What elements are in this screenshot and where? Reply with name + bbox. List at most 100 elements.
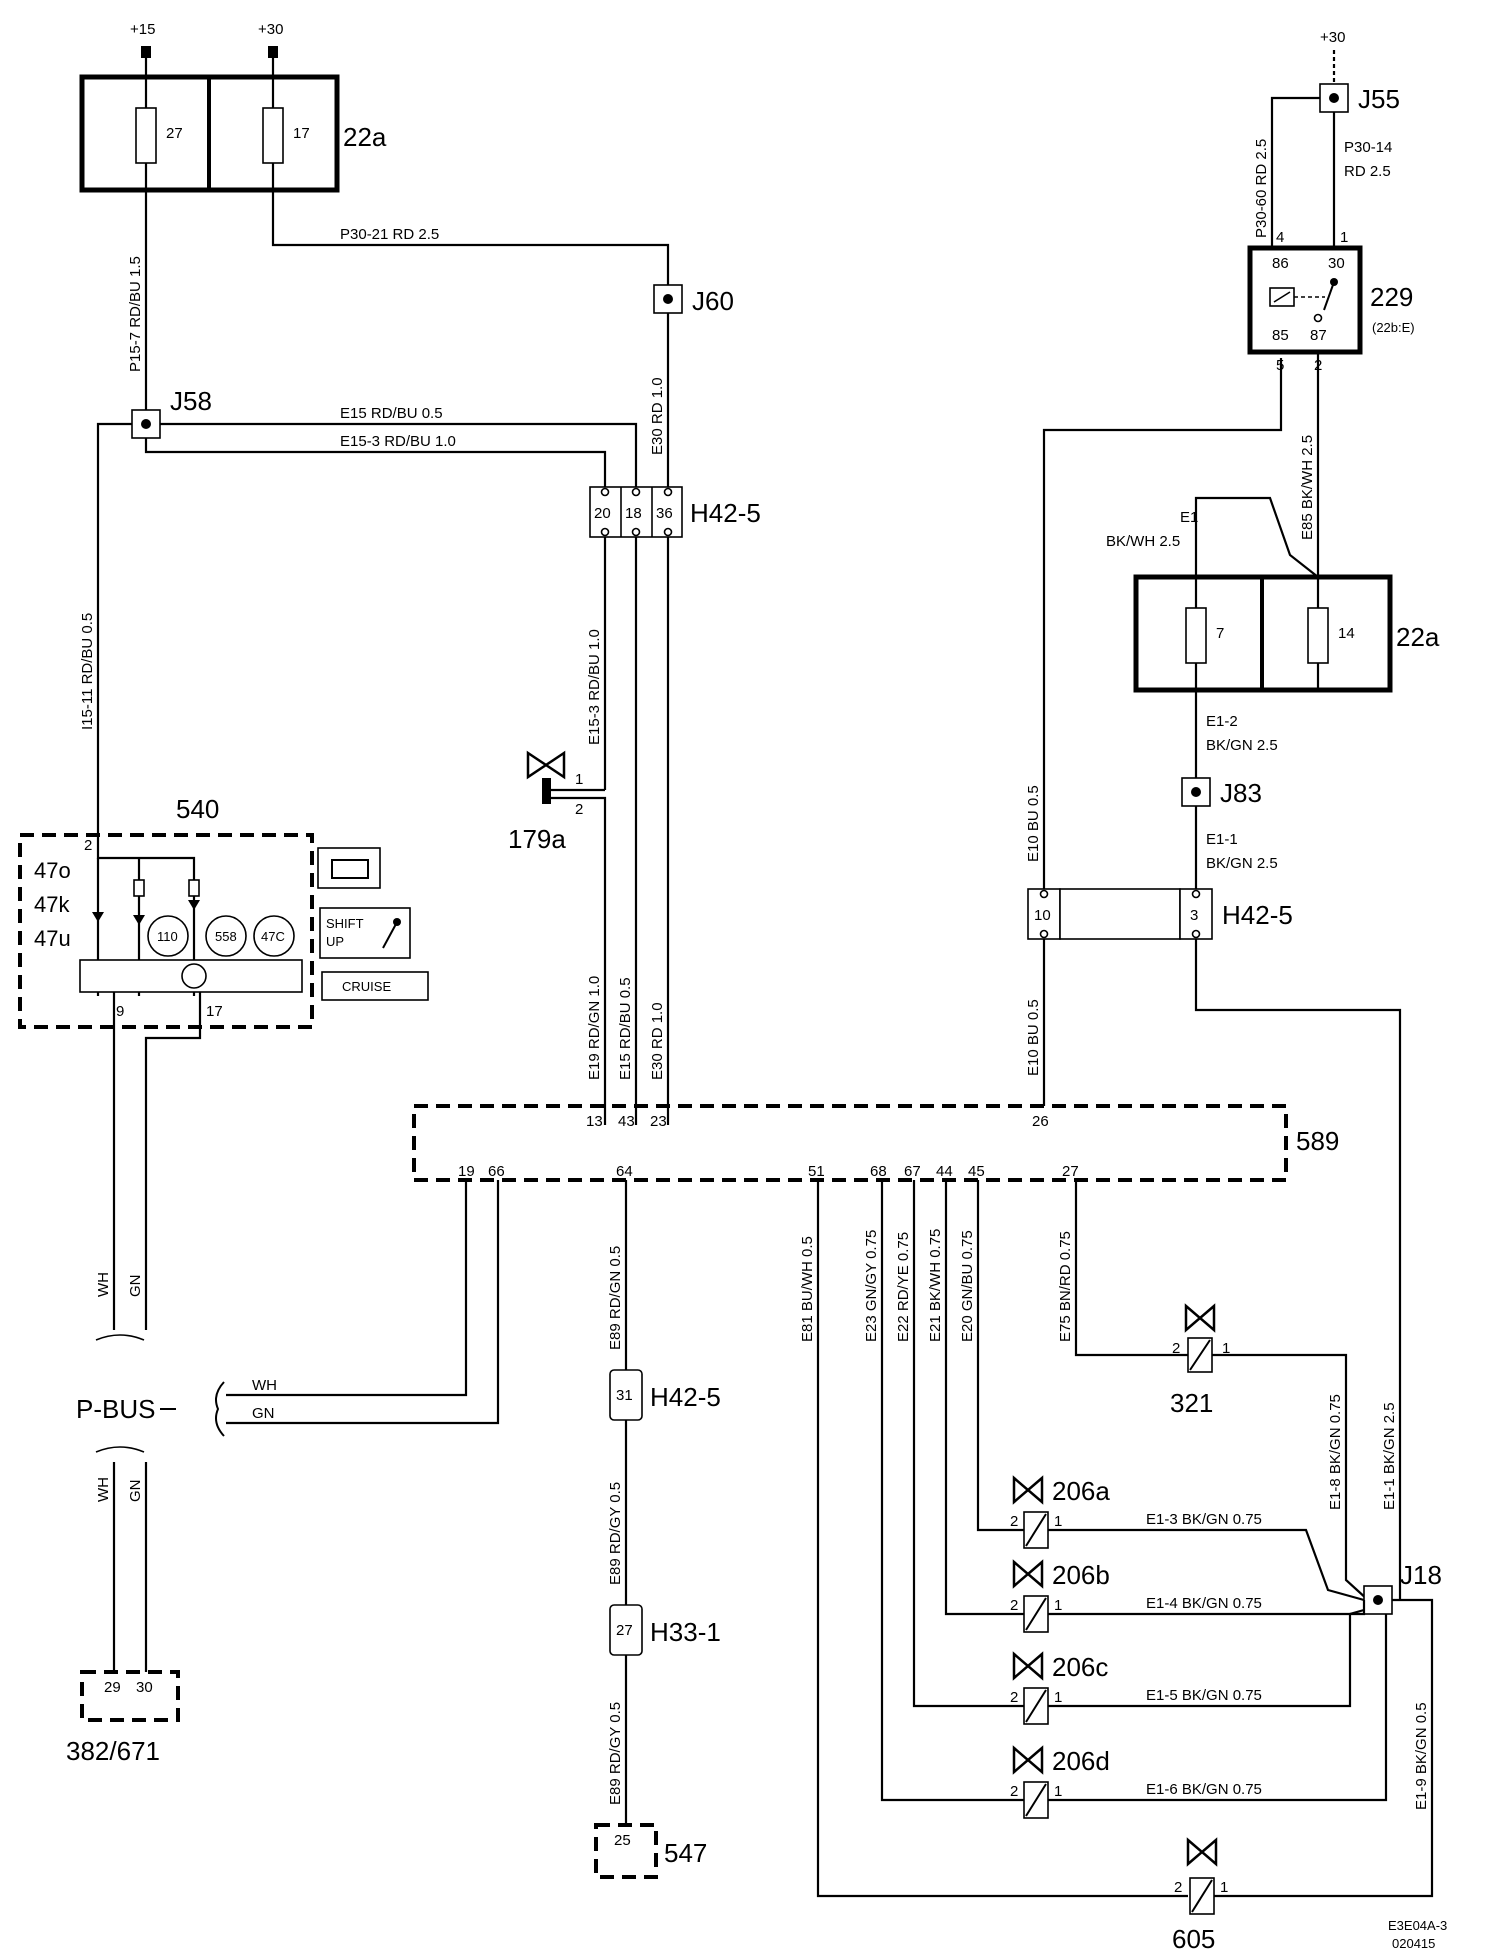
- c382-pin29: 29: [104, 1679, 121, 1696]
- wire-e15-label: E15 RD/BU 0.5: [340, 405, 443, 422]
- junction-j83: J83: [1181, 777, 1262, 808]
- wire-p30-21-label: P30-21 RD 2.5: [340, 226, 439, 243]
- wire-e1-2b-label: BK/GN 2.5: [1206, 737, 1278, 754]
- wire-gn-lower-label: GN: [127, 1480, 144, 1503]
- j58-label: J58: [170, 386, 212, 416]
- c589-pin51: 51: [808, 1163, 825, 1180]
- c589-pin26: 26: [1032, 1113, 1049, 1130]
- c589-pin44: 44: [936, 1163, 953, 1180]
- wire-e1-1b-label: BK/GN 2.5: [1206, 855, 1278, 872]
- pbus-wh-label: WH: [252, 1377, 277, 1394]
- wire-e15-3-label: E15-3 RD/BU 1.0: [340, 433, 456, 450]
- wire-i15-11-label: I15-11 RD/BU 0.5: [79, 613, 96, 730]
- h42-right-pin3: 3: [1190, 907, 1198, 924]
- wire-p15-7-label: P15-7 RD/BU 1.5: [127, 256, 144, 372]
- relay-pin4: 4: [1276, 229, 1284, 246]
- junction-j18: J18: [1363, 1560, 1442, 1615]
- connector-h42-5-right: 10 3 H42-5: [1027, 888, 1293, 940]
- wire-e22-label: E22 RD/YE 0.75: [895, 1232, 912, 1342]
- wire-e1-1-label: E1-1: [1206, 831, 1238, 848]
- component-206d: 2 1 206d: [1010, 1745, 1110, 1819]
- wire-p30-14-label: P30-14: [1344, 139, 1392, 156]
- gauge-110: 110: [157, 929, 178, 944]
- up-label: UP: [326, 934, 344, 949]
- c206c-label: 206c: [1052, 1652, 1108, 1682]
- c540-lamp-47k: 47k: [34, 892, 70, 917]
- c206d-pin1: 1: [1054, 1783, 1062, 1800]
- c589-pin45: 45: [968, 1163, 985, 1180]
- wire-e89a-label: E89 RD/GN 0.5: [607, 1246, 624, 1350]
- wire-e75-label: E75 BN/RD 0.75: [1057, 1231, 1074, 1342]
- wire-e1-2-label: E1-2: [1206, 713, 1238, 730]
- pbus-label: P-BUS: [76, 1394, 155, 1424]
- c589-label: 589: [1296, 1126, 1339, 1156]
- fuse-14-label: 14: [1338, 625, 1355, 642]
- c589-pin43: 43: [618, 1113, 635, 1130]
- h42-top-pin-20: 20: [594, 505, 611, 522]
- gauge-558: 558: [215, 929, 237, 944]
- h33-pin: 27: [616, 1622, 633, 1639]
- c605-pin2: 2: [1174, 1879, 1182, 1896]
- fusebox-right: 7 14 22a: [1133, 574, 1440, 693]
- engine-icon: [317, 847, 381, 889]
- h42-mid-label: H42-5: [650, 1382, 721, 1412]
- wire-e30-vertical-label: E30 RD 1.0: [649, 1002, 666, 1080]
- wire-e1-8-label: E1-8 BK/GN 0.75: [1327, 1394, 1344, 1510]
- pbus-gn-label: GN: [252, 1405, 275, 1422]
- c605-pin1: 1: [1220, 1879, 1228, 1896]
- relay-pin85: 85: [1272, 327, 1289, 344]
- relay-pin86: 86: [1272, 255, 1289, 272]
- c206b-pin2: 2: [1010, 1597, 1018, 1614]
- c179a-pin1: 1: [575, 771, 583, 788]
- c589-pin23: 23: [650, 1113, 667, 1130]
- connector-h33-1: 27 H33-1: [609, 1604, 721, 1656]
- wire-e85-label: E85 BK/WH 2.5: [1299, 435, 1316, 540]
- relay-pin5: 5: [1276, 357, 1284, 374]
- relay-229: 4 1 86 30 85 87 5 2 229 (22b:E): [1247, 229, 1415, 374]
- p-bus: P-BUS WH GN: [76, 1334, 277, 1453]
- c206a-pin1: 1: [1054, 1513, 1062, 1530]
- c321-pin2: 2: [1172, 1340, 1180, 1357]
- wire-e1-5-label: E1-5 BK/GN 0.75: [1146, 1687, 1262, 1704]
- h42-top-pin-18: 18: [625, 505, 642, 522]
- connector-h42-5-mid: 31 H42-5: [609, 1369, 721, 1421]
- supply-plus30-right-label: +30: [1320, 29, 1345, 46]
- component-321: 2 1 321: [1170, 1303, 1230, 1418]
- c540-label: 540: [176, 794, 219, 824]
- h33-label: H33-1: [650, 1617, 721, 1647]
- c206c-pin2: 2: [1010, 1689, 1018, 1706]
- cruise-icon: [321, 971, 429, 1001]
- c179a-label: 179a: [508, 824, 566, 854]
- j55-label: J55: [1358, 84, 1400, 114]
- c179a-pin2: 2: [575, 801, 583, 818]
- c206a-pin2: 2: [1010, 1513, 1018, 1530]
- component-547: 25 547: [594, 1823, 707, 1879]
- wire-gn-upper-label: GN: [127, 1275, 144, 1298]
- supply-plus30-left-label: +30: [258, 21, 283, 38]
- junction-j60: J60: [653, 284, 734, 316]
- component-206a: 2 1 206a: [1010, 1475, 1110, 1549]
- fusebox-22a-top-label: 22a: [343, 122, 387, 152]
- wire-e1-6-label: E1-6 BK/GN 0.75: [1146, 1781, 1262, 1798]
- c321-pin1: 1: [1222, 1340, 1230, 1357]
- component-540: 540 2 47o 47k 47u 110 558 47C 9 17 SHIFT…: [18, 794, 429, 1029]
- c589-pin66: 66: [488, 1163, 505, 1180]
- h42-top-pin-36: 36: [656, 505, 673, 522]
- h42-mid-pin: 31: [616, 1387, 633, 1404]
- c589-pin13: 13: [586, 1113, 603, 1130]
- component-206c: 2 1 206c: [1010, 1651, 1108, 1725]
- wire-e1b-label: BK/WH 2.5: [1106, 533, 1180, 550]
- relay-pin87: 87: [1310, 327, 1327, 344]
- c589-pin67: 67: [904, 1163, 921, 1180]
- c206b-pin1: 1: [1054, 1597, 1062, 1614]
- j18-label: J18: [1400, 1560, 1442, 1590]
- relay-pin30: 30: [1328, 255, 1345, 272]
- c206c-pin1: 1: [1054, 1689, 1062, 1706]
- c540-lamp-47u: 47u: [34, 926, 71, 951]
- c206d-label: 206d: [1052, 1746, 1110, 1776]
- wire-e1-3-label: E1-3 BK/GN 0.75: [1146, 1511, 1262, 1528]
- wire-e1-1-vertical-label: E1-1 BK/GN 2.5: [1381, 1402, 1398, 1510]
- relay-229-label: 229: [1370, 282, 1413, 312]
- c605-label: 605: [1172, 1924, 1215, 1954]
